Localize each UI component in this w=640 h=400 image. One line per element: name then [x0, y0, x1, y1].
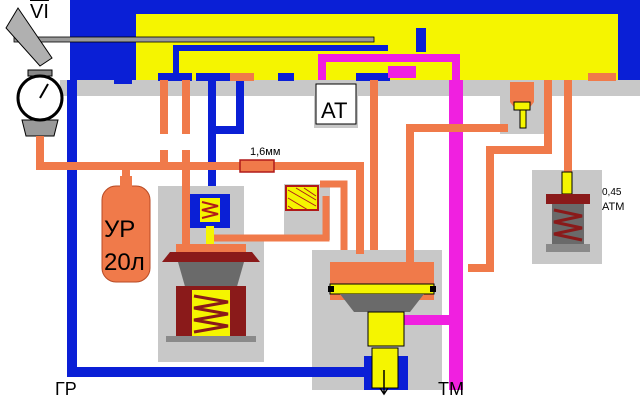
gauge-stand — [21, 119, 59, 137]
repeater-piston — [178, 262, 244, 290]
valve-seat-2 — [196, 73, 230, 81]
repeater-spring — [193, 294, 229, 334]
repeater-valve-spring — [201, 201, 219, 219]
main-reservoir-channel — [173, 45, 388, 80]
relay-exhaust-pipe — [406, 124, 508, 266]
brake-line-port — [388, 66, 416, 78]
stabilizer-base — [546, 244, 590, 252]
check-valve-seat — [513, 101, 531, 111]
relay-valve-stem — [367, 311, 405, 347]
equalizing-main-pipe — [36, 136, 364, 254]
handle-rod — [13, 36, 375, 43]
stabilizer-spring — [553, 208, 583, 242]
equalizing-port-1 — [230, 73, 254, 81]
repeater-valve-stem — [206, 226, 214, 246]
relay-piston-rod — [340, 294, 424, 312]
gauge-needle — [39, 83, 49, 99]
brake-line-label: ТМ — [438, 379, 464, 399]
handle-grip[interactable] — [5, 7, 53, 67]
housing-port — [416, 28, 426, 52]
valve-seat-3 — [278, 73, 294, 81]
stabilizer-supply-pipe — [468, 80, 552, 272]
calibrated-orifice — [239, 159, 275, 173]
at-valve-window — [315, 83, 357, 125]
stabilizer-diaphragm — [546, 194, 590, 204]
piston-seal-right — [430, 286, 436, 292]
stabilizer-valve-stem — [561, 171, 573, 195]
relay-control-pipe — [320, 180, 348, 250]
unused-2 — [420, 150, 430, 260]
brake-line-channel — [318, 54, 460, 80]
exhaust-arrow — [379, 370, 389, 396]
repeater-base — [166, 336, 256, 342]
repeater-upper-chamber — [176, 244, 246, 252]
repeater-valve-spring-chamber — [200, 198, 220, 222]
filter-mesh — [287, 187, 317, 211]
handle-position-label: VI — [30, 1, 49, 23]
valve-seat-4 — [356, 73, 390, 81]
equalizing-port-2 — [588, 73, 616, 81]
pressure-value-label: 0,45 — [602, 187, 622, 198]
valve-seat-1 — [158, 73, 192, 81]
repeater-diaphragm — [162, 252, 260, 262]
pressure-unit-label: АТМ — [602, 201, 625, 213]
piston-seal-left — [328, 286, 334, 292]
main-reservoir-pipe — [67, 80, 384, 377]
main-reservoir-riser — [114, 44, 132, 84]
check-valve-stem — [519, 109, 527, 129]
relay-piston — [329, 283, 435, 295]
filter-supply-pipe — [214, 196, 330, 242]
relay-valve-core — [371, 347, 399, 389]
orifice-size-label: 1,6мм — [250, 146, 281, 158]
reservoir-neck — [120, 176, 132, 190]
reservoir-name-label: УР — [104, 216, 136, 243]
reservoir-volume-label: 20л — [104, 249, 145, 276]
feed-pipe-loop — [212, 80, 244, 134]
automatic-valve-label: АТ — [321, 98, 348, 123]
main-reservoir-label: ГР — [55, 379, 77, 399]
